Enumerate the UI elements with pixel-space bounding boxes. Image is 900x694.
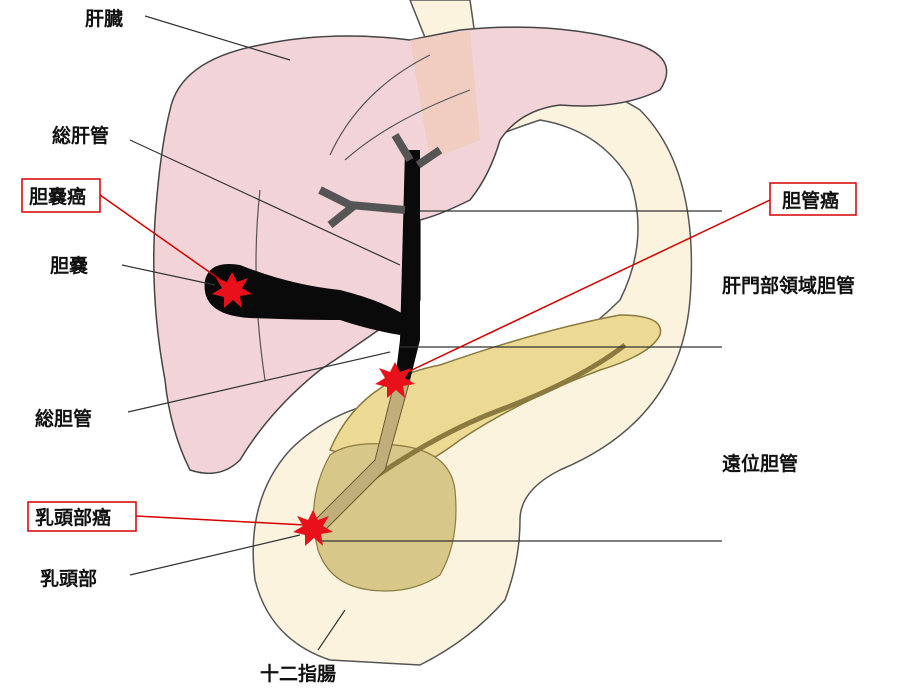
gallbladder-shape: [204, 264, 405, 335]
label-common-hepatic-duct: 総肝管: [52, 124, 109, 147]
papilla-cancer-box: [27, 501, 137, 532]
label-distal-bile-duct: 遠位胆管: [722, 452, 798, 475]
gallbladder-cancer-box: [21, 178, 101, 213]
bile-duct-cancer-burst: [375, 362, 415, 398]
papilla-cancer-burst: [293, 510, 333, 546]
label-bile-duct-cancer: 胆管癌: [782, 189, 839, 212]
gallbladder-cancer-burst: [212, 272, 252, 308]
pancreas-body: [328, 314, 662, 471]
label-gallbladder-cancer: 胆嚢癌: [29, 185, 86, 208]
liver-band: [410, 30, 480, 160]
label-papilla-cancer: 乳頭部癌: [35, 506, 111, 529]
bile-duct-cancer-box: [769, 182, 857, 216]
label-gallbladder: 胆嚢: [50, 254, 89, 277]
label-duodenum: 十二指腸: [260, 662, 336, 685]
label-perihilar-bile-duct: 肝門部領域胆管: [722, 274, 855, 297]
label-liver: 肝臓: [85, 8, 123, 30]
label-common-bile-duct: 総胆管: [35, 407, 92, 430]
label-papilla: 乳頭部: [40, 567, 97, 590]
pancreas-head: [312, 443, 457, 592]
